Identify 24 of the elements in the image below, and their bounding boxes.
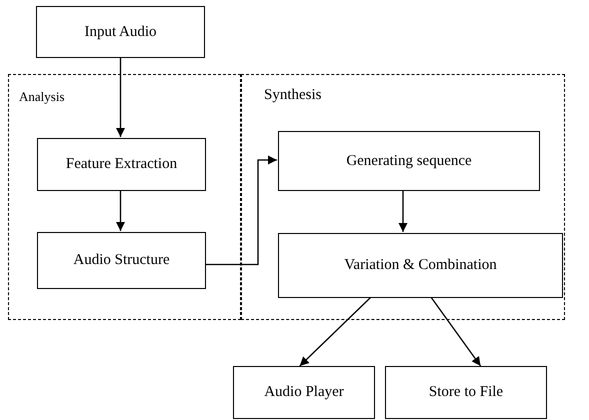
group-label: Synthesis	[264, 87, 322, 104]
box-label: Audio Structure	[73, 252, 170, 269]
process-box	[36, 6, 205, 58]
arrow	[116, 58, 126, 137]
group-label: Analysis	[19, 89, 64, 105]
process-box	[278, 131, 540, 191]
process-box	[37, 138, 206, 191]
arrow	[205, 155, 277, 266]
arrow	[299, 296, 372, 366]
process-box	[233, 366, 375, 419]
box-label: Variation & Combination	[344, 257, 497, 274]
arrow	[430, 296, 482, 366]
box-label: Input Audio	[84, 24, 157, 40]
arrow	[398, 190, 408, 232]
group-frame	[8, 74, 241, 320]
box-label: Audio Player	[264, 384, 344, 401]
group-frame	[241, 74, 565, 320]
process-box	[385, 366, 547, 419]
box-label: Generating sequence	[346, 152, 472, 170]
process-box	[278, 233, 563, 298]
arrow	[116, 190, 126, 231]
process-box	[37, 232, 206, 289]
box-label: Store to File	[428, 384, 504, 401]
box-label: Feature Extraction	[66, 156, 178, 173]
